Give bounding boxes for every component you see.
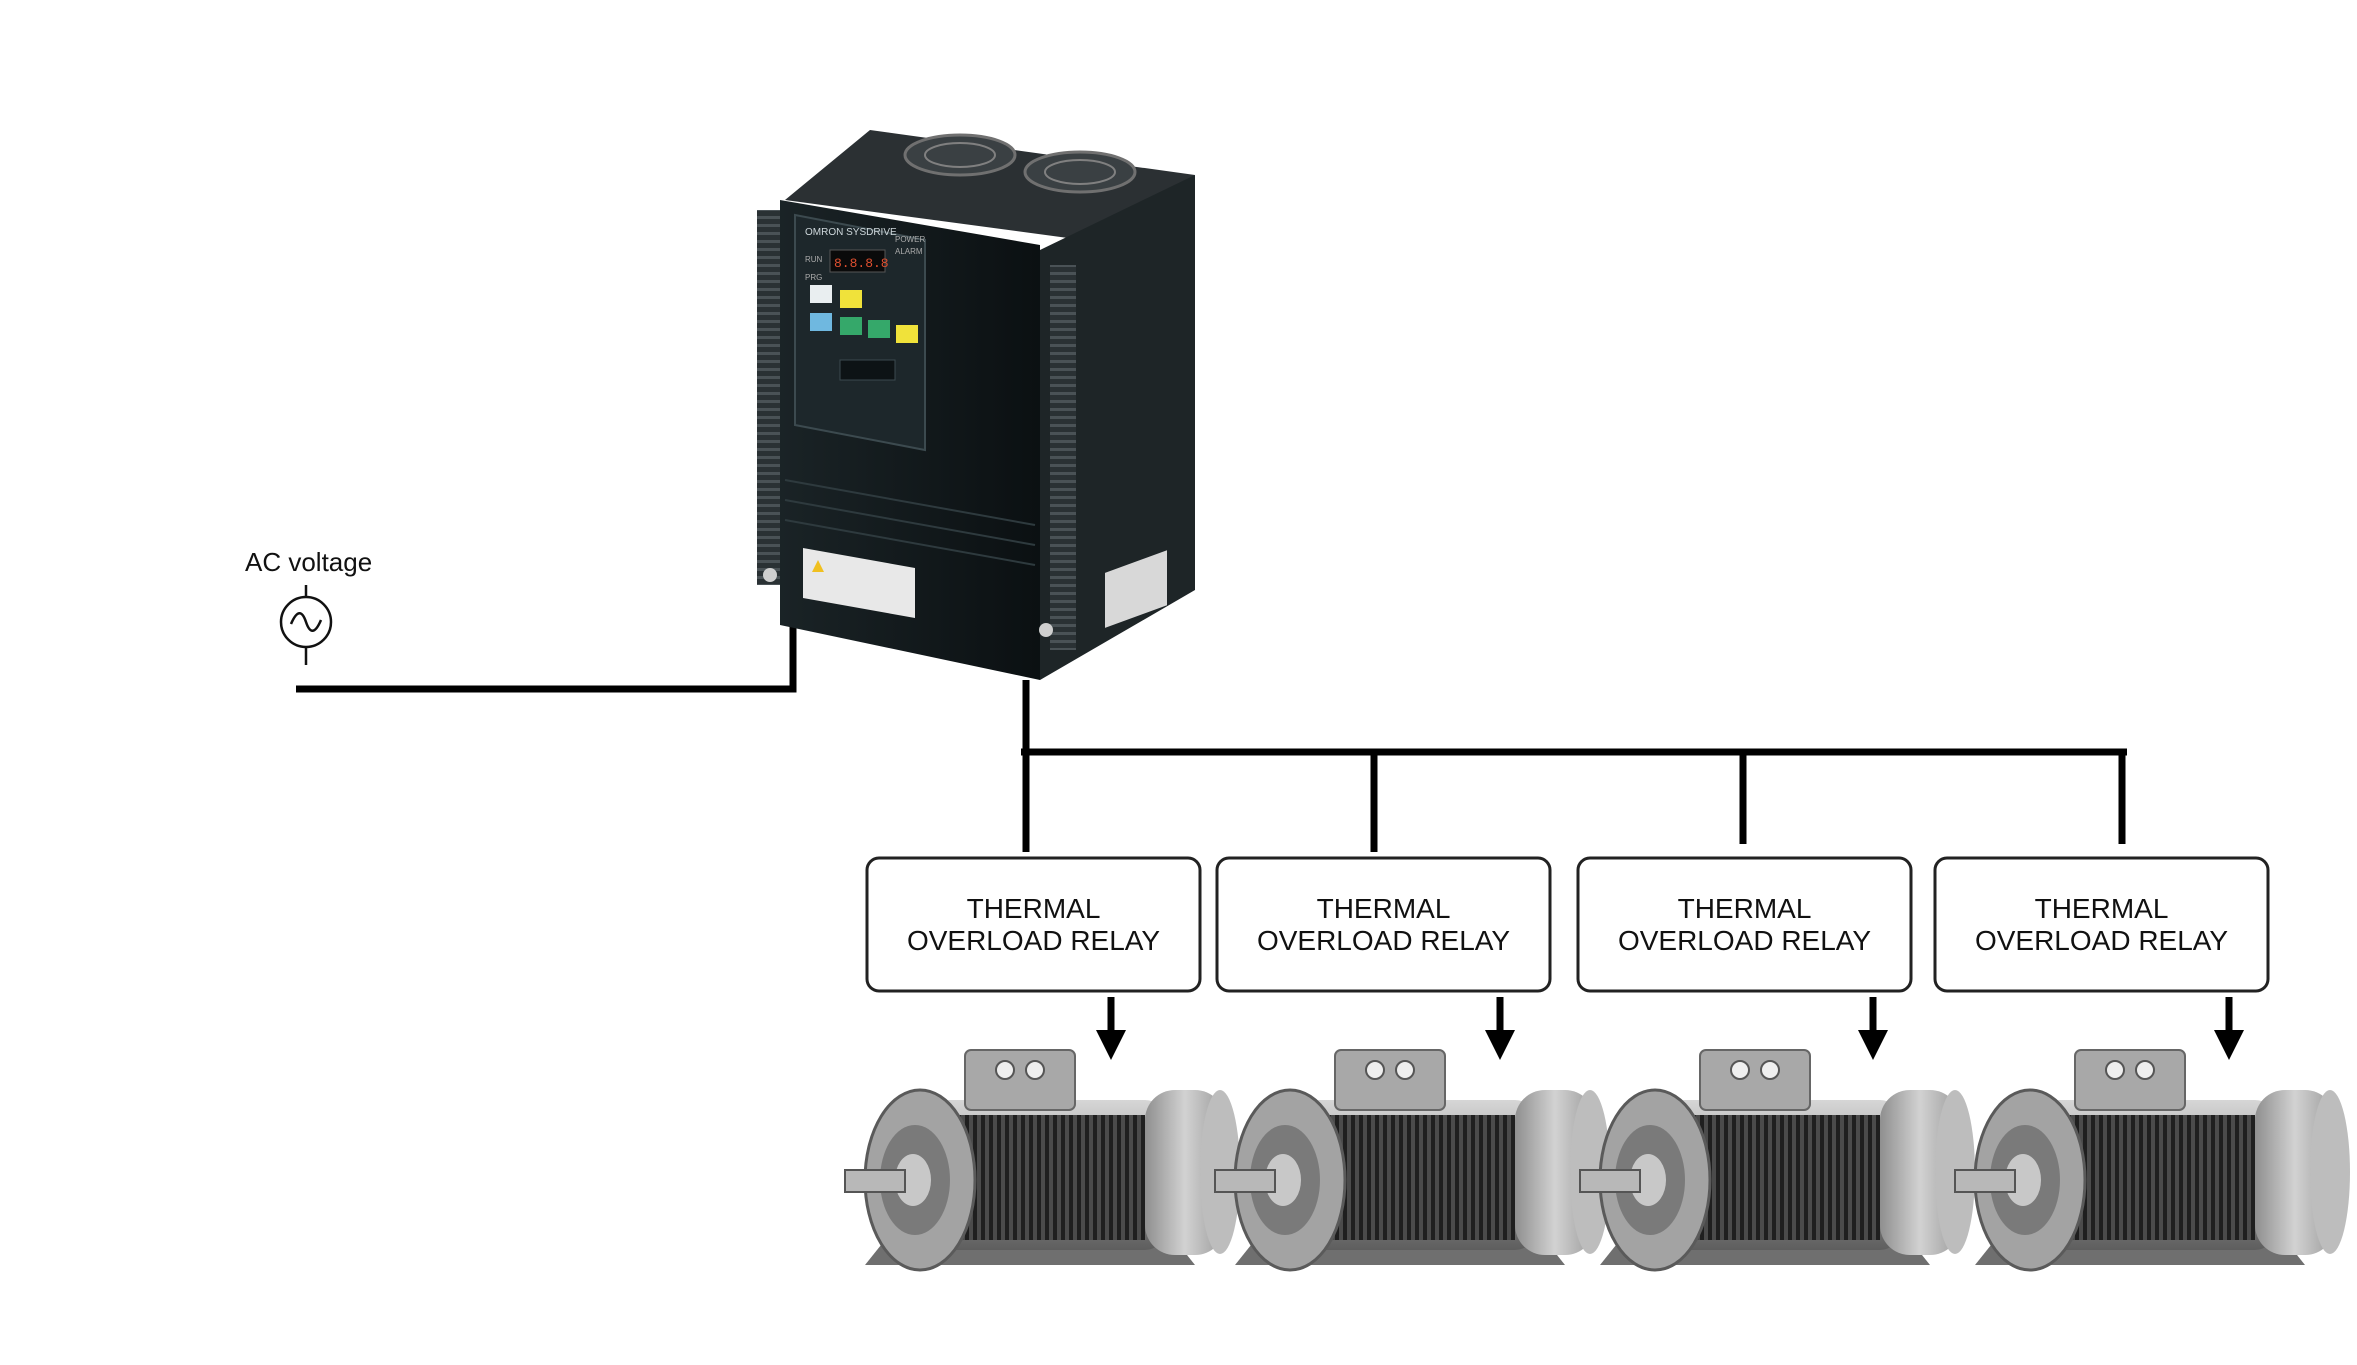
relay-label-line1: THERMAL <box>1317 893 1451 924</box>
svg-text:ALARM: ALARM <box>895 247 923 256</box>
drive-key-icon <box>810 313 832 331</box>
electric-motor-icon <box>1578 1048 1977 1272</box>
relay-label-line2: OVERLOAD RELAY <box>907 925 1160 956</box>
arrow-down-icon <box>1858 1030 1888 1060</box>
relay-label-line2: OVERLOAD RELAY <box>1618 925 1871 956</box>
cooling-fan-icon <box>1023 150 1137 194</box>
relay-label-line1: THERMAL <box>1678 893 1812 924</box>
warning-label <box>803 548 915 618</box>
relay-box <box>865 856 1202 993</box>
arrow-down-icon <box>1485 1030 1515 1060</box>
inverter-drive: OMRON SYSDRIVE 8.8.8.8 RUN PRG POWER ALA… <box>757 130 1195 680</box>
relay-box <box>1576 856 1913 993</box>
svg-text:PRG: PRG <box>805 273 822 282</box>
drive-key-icon <box>810 285 832 303</box>
relay-label-line1: THERMAL <box>967 893 1101 924</box>
supply-wire <box>296 625 797 693</box>
electric-motor-icon <box>843 1048 1242 1272</box>
drive-brand-text: OMRON SYSDRIVE <box>805 227 897 238</box>
cooling-fan-icon <box>903 133 1017 177</box>
relay-box <box>1215 856 1552 993</box>
drive-key-icon <box>868 320 890 338</box>
svg-text:RUN: RUN <box>805 255 823 264</box>
drive-display <box>829 249 886 273</box>
arrow-down-icon <box>1096 1030 1126 1060</box>
drive-key-icon <box>896 325 918 343</box>
electric-motor-icon <box>1213 1048 1612 1272</box>
electric-motor-icon <box>1953 1048 2352 1272</box>
relay-label-line1: THERMAL <box>2035 893 2169 924</box>
ac-voltage-label: AC voltage <box>245 547 372 577</box>
wiring <box>296 625 2127 852</box>
ac-source-icon <box>279 585 333 665</box>
drive-display-value: 8.8.8.8 <box>834 256 889 271</box>
arrow-down-icon <box>2214 1030 2244 1060</box>
drive-key-icon <box>840 290 862 308</box>
relay-label-line2: OVERLOAD RELAY <box>1975 925 2228 956</box>
relay-label-line2: OVERLOAD RELAY <box>1257 925 1510 956</box>
relay-box <box>1933 856 2270 993</box>
svg-text:POWER: POWER <box>895 235 925 244</box>
drive-key-icon <box>840 317 862 335</box>
